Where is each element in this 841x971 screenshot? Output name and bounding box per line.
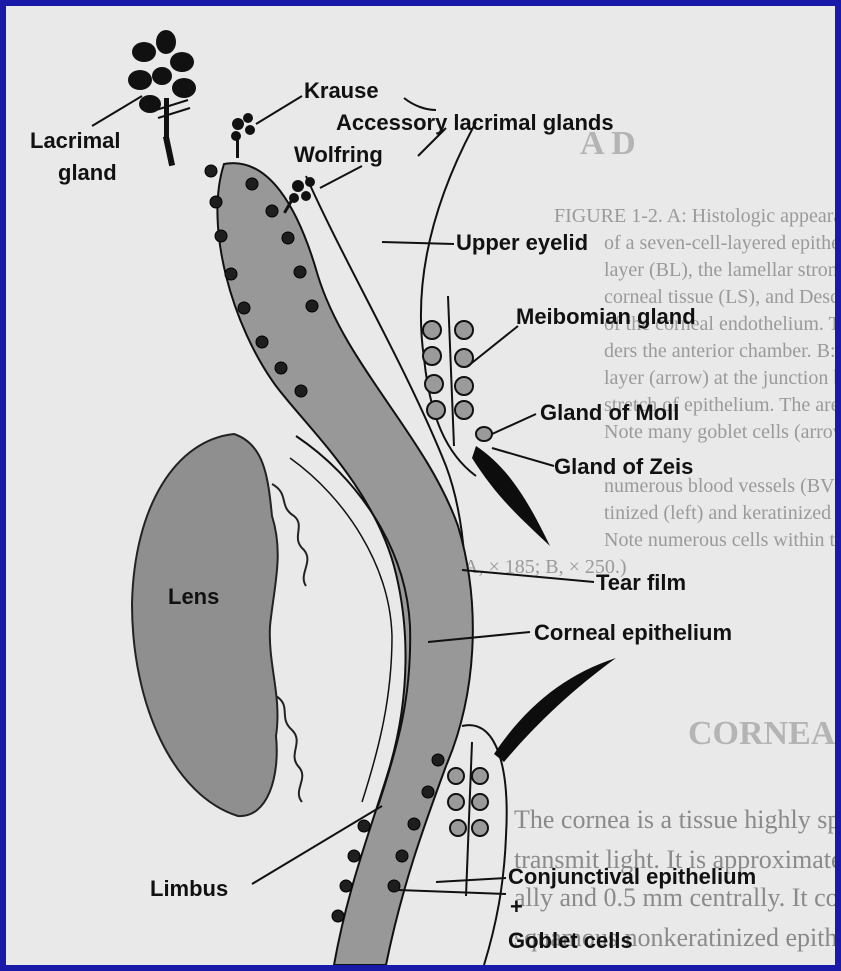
label-tear-film: Tear film (596, 570, 686, 595)
label-gland-of-moll: Gland of Moll (540, 400, 679, 425)
bg-fig-line-1: FIGURE 1-2. A: Histologic appearance of … (554, 205, 835, 227)
goblet-cell-dot (295, 385, 307, 397)
goblet-cell-dot (238, 302, 250, 314)
goblet-cell-dot (294, 266, 306, 278)
label-corneal-epithelium: Corneal epithelium (534, 620, 732, 645)
label-meibomian-gland: Meibomian gland (516, 304, 696, 329)
wolfring-gland-icon (283, 177, 315, 214)
label-limbus: Limbus (150, 876, 228, 901)
goblet-cell-dot (422, 786, 434, 798)
ciliary-process-lower (276, 696, 302, 802)
goblet-cell-dot (282, 232, 294, 244)
bg-fig-line-6: ders the anterior chamber. B: Light micr… (604, 340, 835, 362)
bg-fig-line-12: Note numerous cells within the substanti… (604, 529, 835, 551)
meibomian-leader (468, 326, 518, 366)
label-goblet-cells: Goblet cells (508, 928, 633, 953)
goblet-cell-dot (332, 910, 344, 922)
label-conjunctival-epithelium: Conjunctival epithelium (508, 864, 756, 889)
wolfring-leader (320, 166, 362, 188)
label-lacrimal-gland-line1: Lacrimal (30, 128, 121, 153)
lower-lid-gland-icon (448, 742, 488, 896)
goblet-cell-dot (246, 178, 258, 190)
bg-fig-line-3: layer (BL), the lamellar stroma with its… (604, 259, 835, 281)
bg-fig-line-2: of a seven-cell-layered epithelium, the (604, 232, 835, 254)
label-upper-eyelid: Upper eyelid (456, 230, 588, 255)
moll-leader (492, 414, 536, 434)
goblet-cell-dot (358, 820, 370, 832)
lens-shape (132, 434, 278, 816)
goblet-cell-dot (340, 880, 352, 892)
goblet-cell-dot (210, 196, 222, 208)
krause-leader (256, 96, 302, 124)
bg-body-line-1: The cornea is a tissue highly specialize… (514, 805, 835, 834)
eyelash-lower (494, 658, 616, 762)
eye-anatomy-diagram: A D FIGURE 1-2. A: Histologic appearance… (6, 6, 835, 965)
lacrimal-leader (92, 96, 142, 126)
goblet-cell-dot (205, 165, 217, 177)
label-wolfring: Wolfring (294, 142, 383, 167)
accessory-leader (404, 98, 436, 110)
background-heading: CORNEA (688, 715, 835, 752)
label-gland-of-zeis: Gland of Zeis (554, 454, 693, 479)
label-lens: Lens (168, 584, 219, 609)
bg-fig-line-7: layer (arrow) at the junction between co… (604, 367, 835, 389)
goblet-cell-dot (266, 205, 278, 217)
conjunctival-leader (436, 878, 506, 882)
goblet-cell-dot (348, 850, 360, 862)
label-plus: + (510, 894, 523, 919)
goblet-cell-dot (256, 336, 268, 348)
label-krause: Krause (304, 78, 379, 103)
bg-fig-line-11: tinized (left) and keratinized (right) e… (604, 502, 835, 524)
goblet-cell-dot (432, 754, 444, 766)
meibomian-gland-icon (423, 296, 473, 446)
label-lacrimal-gland-line2: gland (58, 160, 117, 185)
goblet-cell-dot (215, 230, 227, 242)
goblet-cell-dot (225, 268, 237, 280)
gland-of-moll-icon (476, 427, 492, 441)
label-accessory-lacrimal-glands: Accessory lacrimal glands (336, 110, 614, 135)
goblet-cell-dot (275, 362, 287, 374)
goblet-cell-dot (396, 850, 408, 862)
goblet-cell-dot (408, 818, 420, 830)
figure-frame: A D FIGURE 1-2. A: Histologic appearance… (6, 6, 835, 965)
goblet-leader (398, 890, 506, 894)
upper-eyelid-leader (382, 242, 454, 244)
lacrimal-duct-marker-2 (158, 108, 190, 118)
goblet-cell-dot (306, 300, 318, 312)
zeis-leader (492, 448, 554, 466)
krause-gland-icon (231, 113, 255, 158)
